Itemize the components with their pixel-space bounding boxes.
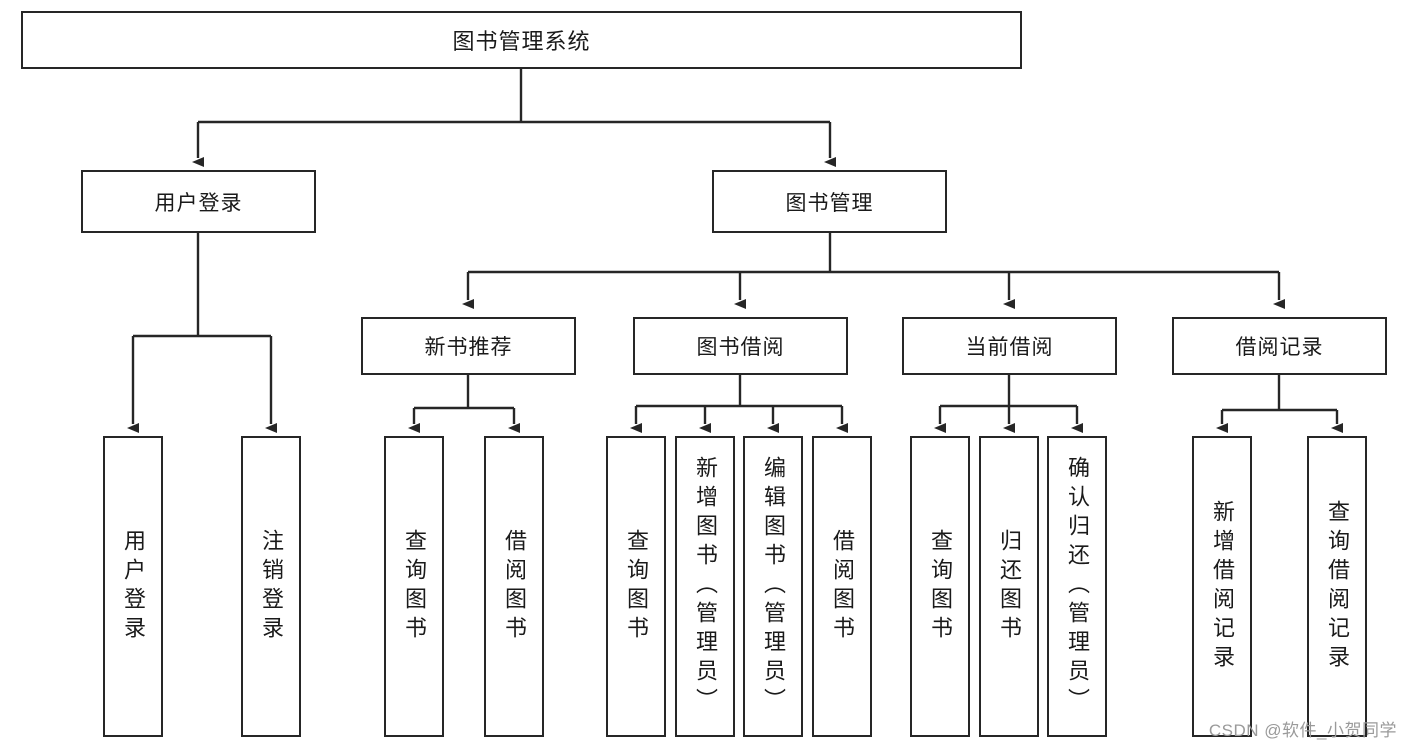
node-user-login-label: 用户登录: [154, 191, 243, 215]
node-leaf-return-book-label: 归还图书: [997, 528, 1022, 645]
node-root-label: 图书管理系统: [452, 29, 591, 54]
node-book-manage[interactable]: 图书管理: [712, 170, 947, 233]
node-leaf-query-book-1-label: 查询图书: [402, 528, 427, 645]
node-root[interactable]: 图书管理系统: [21, 11, 1022, 69]
node-leaf-query-record-label: 查询借阅记录: [1325, 499, 1350, 674]
csdn-watermark: CSDN @软件_小贺同学: [1208, 721, 1397, 740]
node-leaf-query-record[interactable]: 查询借阅记录: [1307, 436, 1367, 737]
node-borrow-record-label: 借阅记录: [1235, 336, 1324, 359]
node-leaf-query-book-2-label: 查询图书: [624, 528, 649, 645]
node-leaf-add-book[interactable]: 新增图书（管理员）: [675, 436, 735, 737]
node-leaf-edit-book[interactable]: 编辑图书（管理员）: [743, 436, 803, 737]
node-leaf-query-book-1[interactable]: 查询图书: [384, 436, 444, 737]
node-leaf-add-book-label: 新增图书（管理员）: [693, 456, 718, 717]
node-leaf-query-book-3-label: 查询图书: [928, 528, 953, 645]
node-leaf-borrow-book-2[interactable]: 借阅图书: [812, 436, 872, 737]
node-user-login[interactable]: 用户登录: [81, 170, 316, 233]
node-leaf-query-book-2[interactable]: 查询图书: [606, 436, 666, 737]
node-leaf-confirm-return[interactable]: 确认归还（管理员）: [1047, 436, 1107, 737]
node-leaf-return-book[interactable]: 归还图书: [979, 436, 1039, 737]
node-new-book-recommend[interactable]: 新书推荐: [361, 317, 576, 375]
node-leaf-borrow-book-2-label: 借阅图书: [830, 528, 855, 645]
node-leaf-user-login-label: 用户登录: [121, 528, 146, 645]
node-book-manage-label: 图书管理: [785, 191, 874, 215]
node-leaf-edit-book-label: 编辑图书（管理员）: [761, 456, 786, 717]
node-current-borrow-label: 当前借阅: [965, 336, 1054, 359]
node-leaf-query-book-3[interactable]: 查询图书: [910, 436, 970, 737]
node-book-borrow[interactable]: 图书借阅: [633, 317, 848, 375]
node-leaf-user-login[interactable]: 用户登录: [103, 436, 163, 737]
node-leaf-borrow-book-1[interactable]: 借阅图书: [484, 436, 544, 737]
node-leaf-borrow-book-1-label: 借阅图书: [502, 528, 527, 645]
node-leaf-add-record[interactable]: 新增借阅记录: [1192, 436, 1252, 737]
node-leaf-confirm-return-label: 确认归还（管理员）: [1065, 456, 1090, 717]
node-leaf-user-logout-label: 注销登录: [259, 528, 284, 645]
node-leaf-add-record-label: 新增借阅记录: [1210, 499, 1235, 674]
node-new-book-recommend-label: 新书推荐: [424, 336, 513, 359]
node-book-borrow-label: 图书借阅: [696, 336, 785, 359]
node-borrow-record[interactable]: 借阅记录: [1172, 317, 1387, 375]
node-current-borrow[interactable]: 当前借阅: [902, 317, 1117, 375]
node-leaf-user-logout[interactable]: 注销登录: [241, 436, 301, 737]
